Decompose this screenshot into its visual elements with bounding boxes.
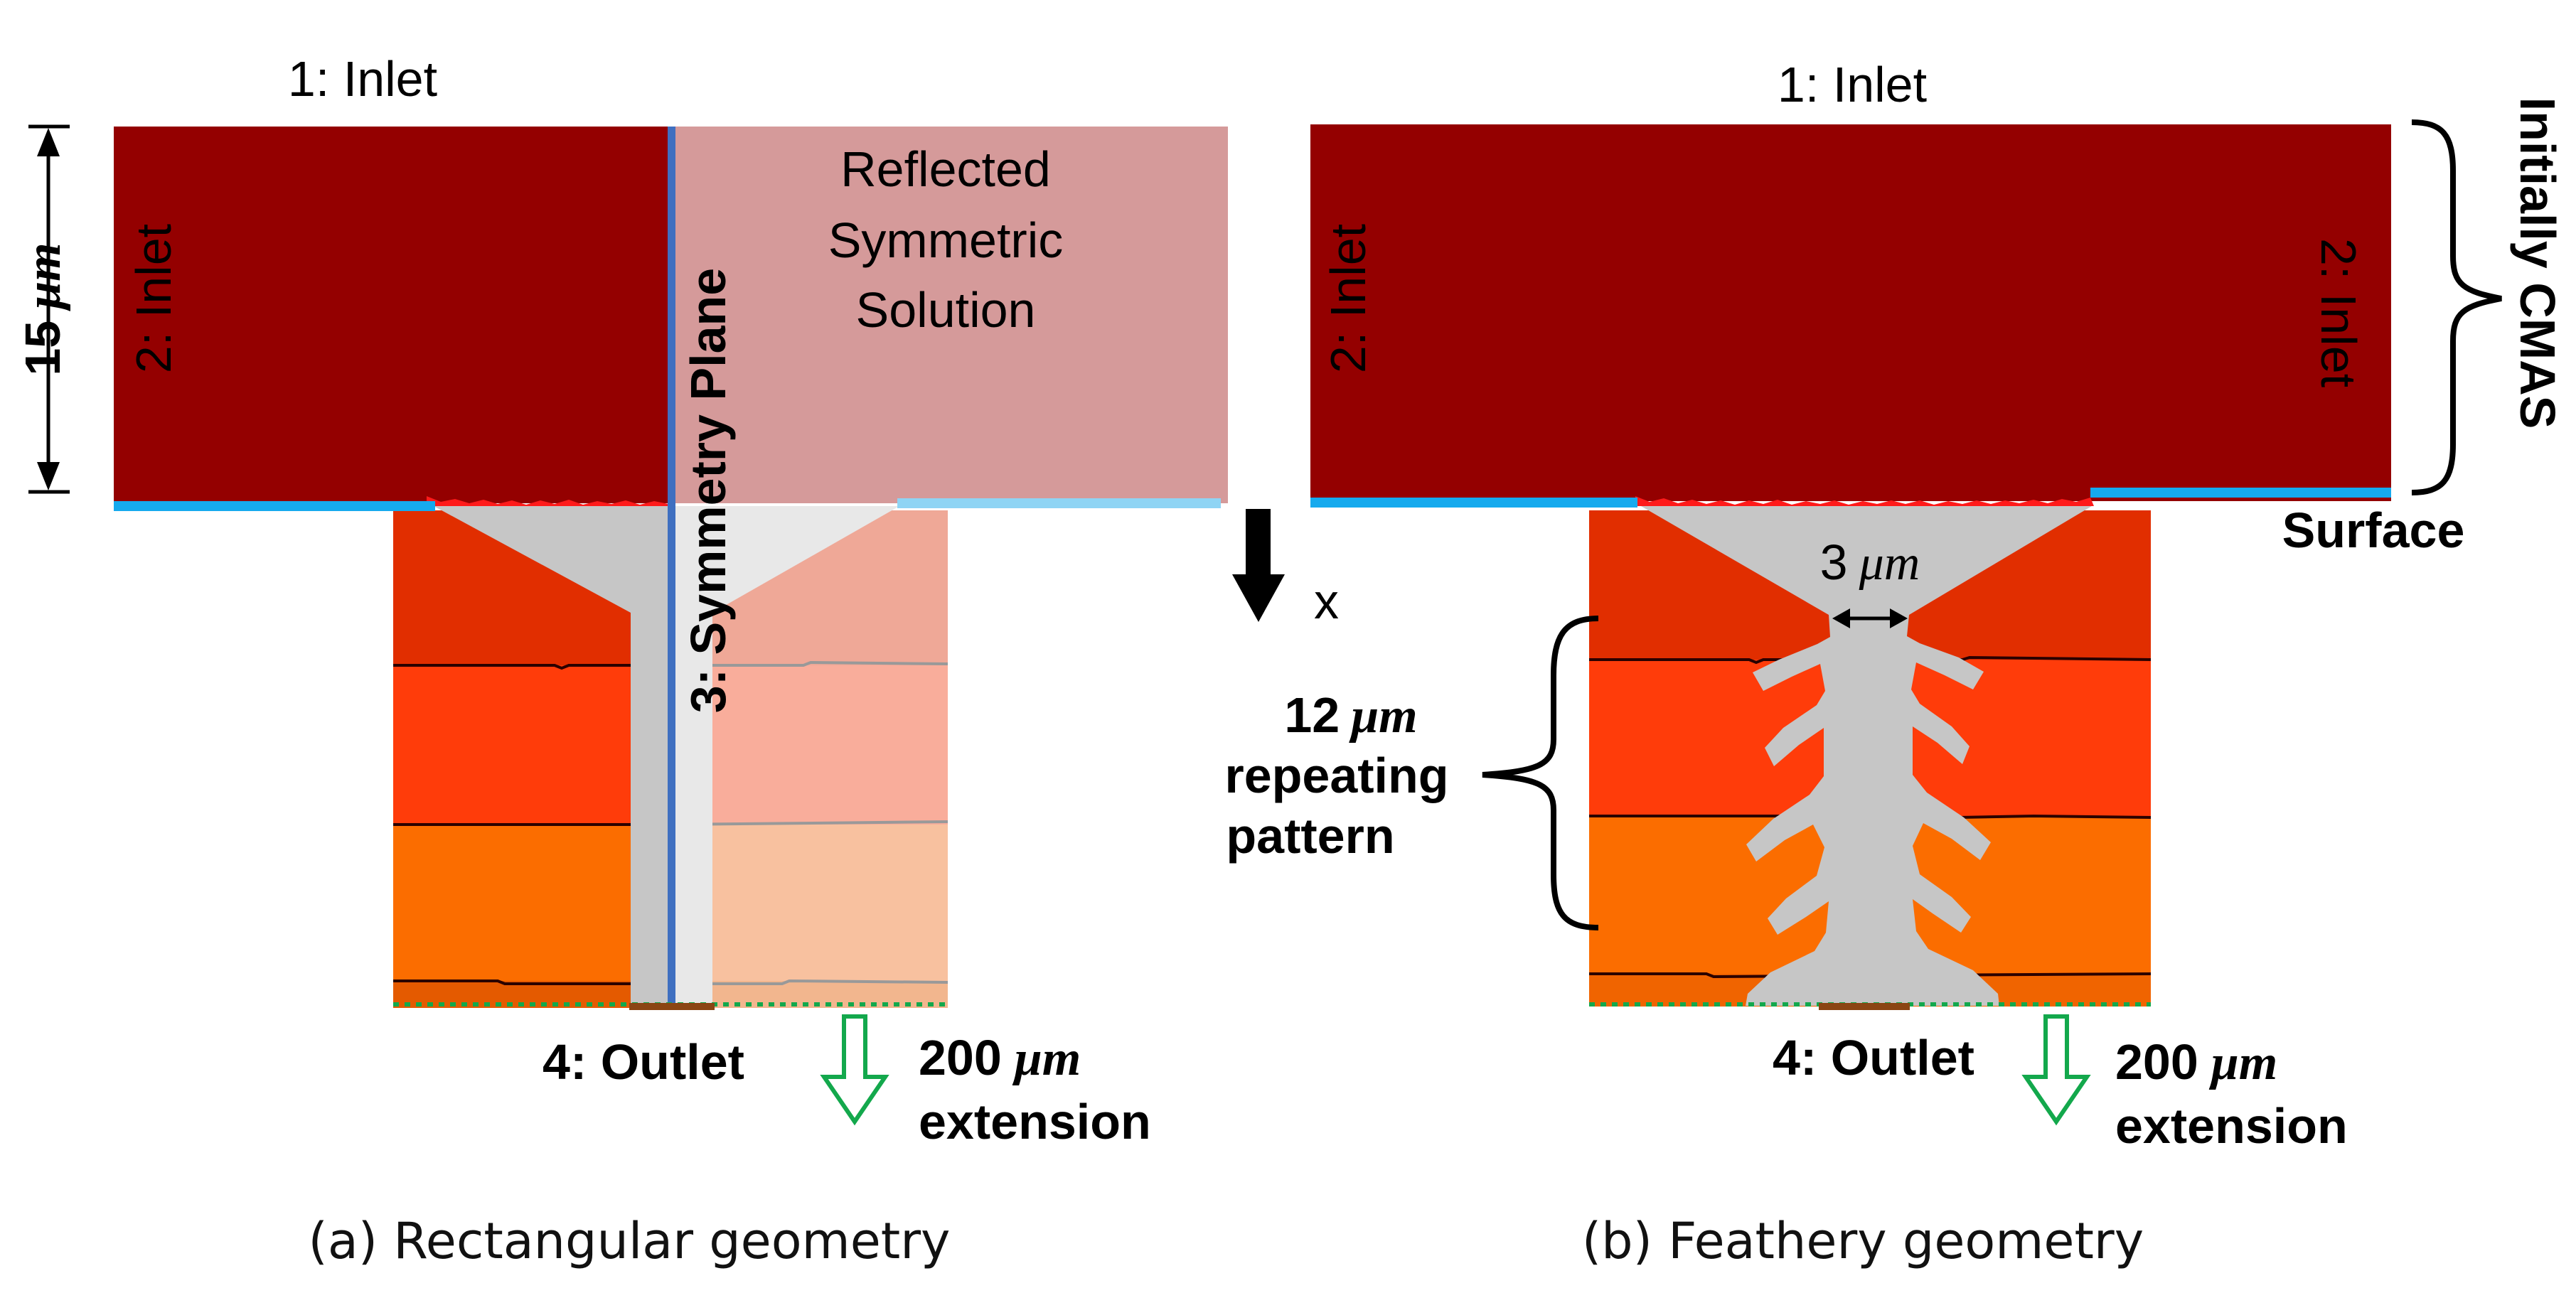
cmas-block-a: [114, 127, 672, 503]
inlet-top-label-b: 1: Inlet: [1778, 57, 1927, 112]
surface-right-b: [2090, 488, 2391, 498]
outlet-label-b: 4: Outlet: [1773, 1030, 1974, 1085]
extension-number-a: 200: [919, 1030, 1002, 1085]
outlet-bar-a: [629, 1003, 715, 1010]
cmas-block-b: [1310, 124, 2391, 501]
layer-boundary-reflected-a: [671, 820, 948, 826]
surface-a: [114, 501, 435, 511]
layer-boundary-reflected-a: [672, 979, 948, 985]
extension-arrow-a: [820, 1014, 889, 1126]
pore-a: [434, 506, 672, 1006]
surface-label: Surface: [2282, 503, 2465, 558]
inlet-side-label-a: 2: Inlet: [126, 224, 181, 373]
symmetry-plane-label: 3: Symmetry Plane: [680, 268, 736, 713]
layer-boundary-b: [1589, 972, 2152, 979]
extension-arrow-b: [2021, 1014, 2091, 1126]
reflected-label-line3: Solution: [856, 282, 1036, 338]
gap-arrow-left: [1832, 608, 1850, 628]
inlet-left-label-b: 2: Inlet: [1320, 224, 1376, 373]
cmas-front-b: [1635, 496, 2094, 506]
gap-arrow-right: [1890, 608, 1908, 628]
dimension-arrow-up: [37, 128, 60, 156]
cmas-brace: [2411, 119, 2502, 495]
initially-cmas-label: Initially CMAS: [2510, 97, 2565, 429]
repeat-brace: [1482, 616, 1599, 930]
gap-value: 3: [1820, 535, 1848, 590]
reflected-label-line2: Symmetric: [828, 213, 1064, 268]
extension-unit-b: μm: [2209, 1036, 2277, 1090]
caption-a: (a) Rectangular geometry: [309, 1212, 951, 1270]
caption-b: (b) Feathery geometry: [1582, 1212, 2144, 1270]
repeat-label-line3: pattern: [1226, 808, 1394, 864]
layer-3-reflected-a: [672, 825, 948, 981]
panel-a: [28, 124, 1228, 1126]
feathery-pore: [1641, 506, 2092, 1006]
dimension-arrow-down: [37, 462, 60, 490]
direction-arrow: [1232, 509, 1285, 622]
layer-boundary-b: [1589, 655, 2152, 665]
surface-left-b: [1310, 498, 1637, 508]
outlet-label-a: 4: Outlet: [543, 1034, 744, 1090]
dimension-unit: μm: [16, 242, 71, 311]
symmetry-plane-line: [668, 127, 675, 1006]
extension-word-b: extension: [2115, 1098, 2348, 1154]
repeat-value: 12: [1284, 687, 1340, 743]
panel-b: [1310, 119, 2502, 1126]
extension-word-a: extension: [919, 1094, 1151, 1149]
inlet-right-label-b: 2: Inlet: [2311, 238, 2366, 387]
inlet-top-label-a: 1: Inlet: [288, 51, 437, 107]
cmas-front-a: [427, 496, 672, 506]
reflected-label-line1: Reflected: [840, 141, 1051, 197]
layer-boundary-reflected-a: [672, 660, 948, 667]
layer-boundary-a: [393, 979, 672, 985]
dimension-value: 15: [15, 321, 70, 376]
extension-number-b: 200: [2115, 1034, 2198, 1090]
direction-label: x: [1314, 574, 1339, 629]
layer-3-a: [393, 825, 672, 981]
pore-reflected-a: [672, 506, 899, 1006]
surface-reflected-a: [897, 498, 1221, 508]
gap-unit: μm: [1859, 536, 1920, 591]
repeat-unit: μm: [1349, 689, 1417, 744]
dimension-label: 15 μm: [15, 242, 71, 375]
repeat-label-line2: repeating: [1224, 748, 1448, 803]
layer-boundary-a: [393, 664, 672, 670]
layer-4-reflected-a: [672, 981, 948, 1008]
cmas-reflected-block-a: [672, 127, 1228, 503]
layer-2-a: [393, 665, 672, 825]
outlet-bar-b: [1819, 1003, 1910, 1010]
layer-2-reflected-a: [672, 665, 948, 825]
extension-unit-a: μm: [1012, 1031, 1081, 1086]
